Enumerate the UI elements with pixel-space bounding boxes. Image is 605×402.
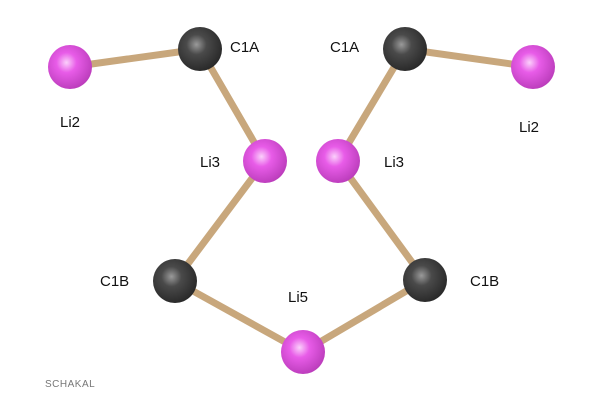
bond-c1b_right-li3_right xyxy=(335,158,428,283)
atom-li2-right xyxy=(511,45,555,89)
atom-c1b-right xyxy=(403,258,447,302)
atom-li3-left xyxy=(243,139,287,183)
atom-label-li5: Li5 xyxy=(288,289,308,306)
atom-label-c1a-left: C1A xyxy=(230,39,259,56)
atom-li2-left xyxy=(48,45,92,89)
bond-li5-c1b_right xyxy=(301,276,427,356)
atom-label-li2-left: Li2 xyxy=(60,114,80,131)
atom-li5 xyxy=(281,330,325,374)
atom-label-c1a-right: C1A xyxy=(330,39,359,56)
atom-c1a-right xyxy=(383,27,427,71)
atom-label-c1b-right: C1B xyxy=(470,273,499,290)
atom-c1a-left xyxy=(178,27,222,71)
atom-label-li3-left: Li3 xyxy=(200,154,220,171)
atom-c1b-left xyxy=(153,259,197,303)
bond-li3_left-c1b_left xyxy=(172,158,268,284)
atom-label-li2-right: Li2 xyxy=(519,119,539,136)
watermark: SCHAKAL xyxy=(45,379,95,390)
atom-label-c1b-left: C1B xyxy=(100,273,129,290)
atom-label-li3-right: Li3 xyxy=(384,154,404,171)
bond-c1b_left-li5 xyxy=(173,277,305,356)
atom-li3-right xyxy=(316,139,360,183)
